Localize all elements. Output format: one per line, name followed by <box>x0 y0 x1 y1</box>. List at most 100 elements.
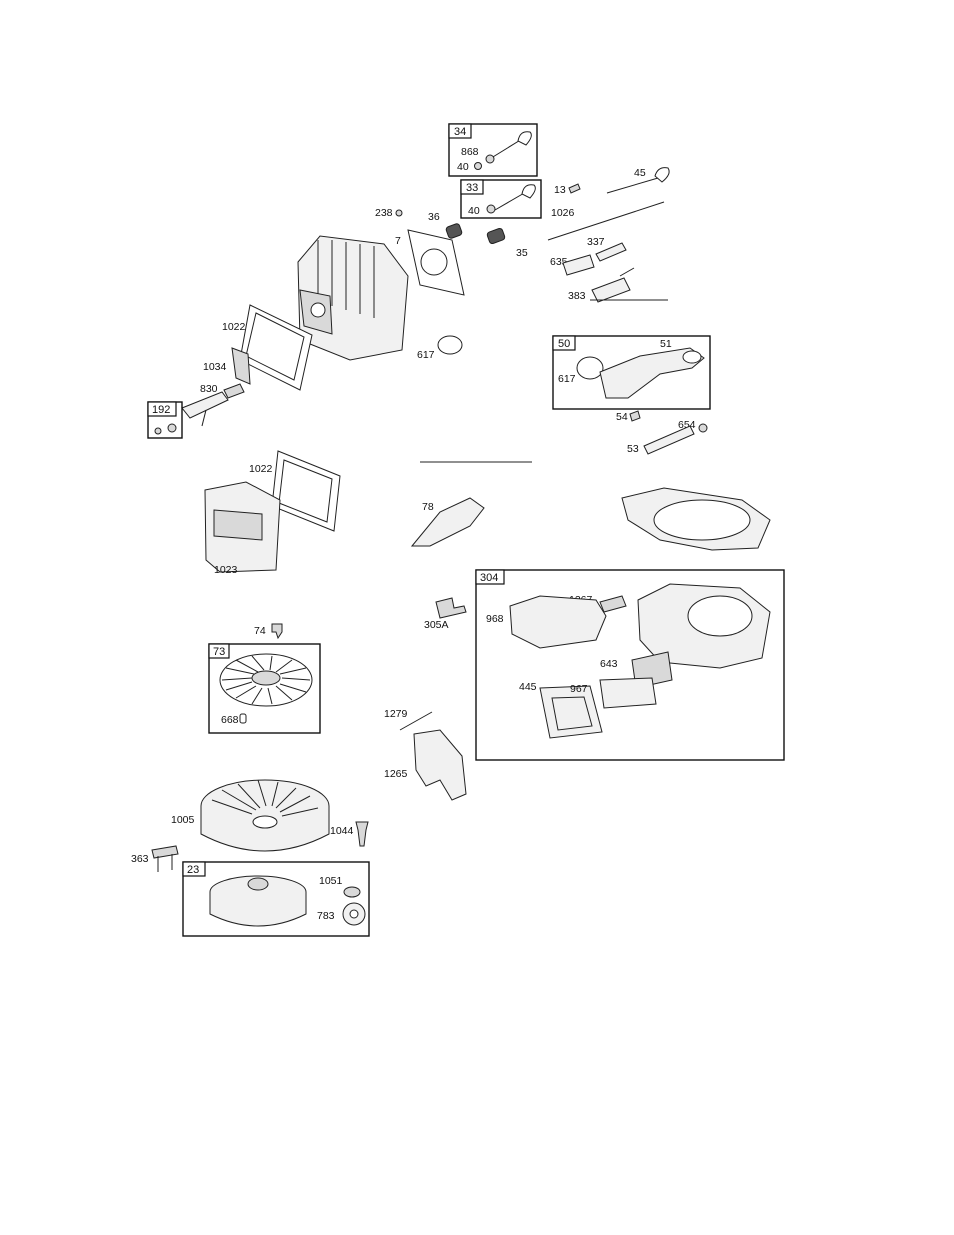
label-36: 36 <box>428 211 440 223</box>
valve-stem-33 <box>495 192 526 210</box>
nut-654 <box>699 424 707 432</box>
label-1044: 1044 <box>330 825 354 837</box>
coil-363 <box>152 846 178 858</box>
o-ring-617a <box>438 336 462 354</box>
blower-housing-opening <box>654 500 750 540</box>
label-445: 445 <box>519 681 537 693</box>
label-40a: 40 <box>457 161 469 173</box>
label-238: 238 <box>375 207 393 219</box>
valve-45-stem <box>607 178 658 193</box>
flywheel-23-hub <box>248 878 268 890</box>
clip-668 <box>240 714 246 723</box>
label-45: 45 <box>634 167 646 179</box>
label-643: 643 <box>600 658 618 670</box>
seal-868 <box>486 155 494 163</box>
washer-1051 <box>344 887 360 897</box>
label-35: 35 <box>516 247 528 259</box>
label-1026: 1026 <box>551 207 575 219</box>
kit-33: 33 40 <box>461 180 541 218</box>
stud-53 <box>644 426 694 454</box>
label-830: 830 <box>200 383 218 395</box>
blower-housing-304-opening <box>688 596 752 636</box>
valve-head-33 <box>522 185 535 198</box>
label-337: 337 <box>587 236 605 248</box>
sleeve-635 <box>563 255 594 275</box>
label-868: 868 <box>461 146 479 158</box>
cylinder-head-group: 238 36 7 35 617 <box>298 207 528 361</box>
screen-73-hub <box>252 671 280 685</box>
valve-head-34 <box>518 132 531 145</box>
label-1279: 1279 <box>384 708 408 720</box>
label-78: 78 <box>422 501 434 513</box>
kit-192: 192 <box>148 402 182 438</box>
kit-33-label: 33 <box>466 182 478 194</box>
head-gasket-7 <box>408 230 464 295</box>
gear-783-center <box>350 910 358 918</box>
label-1022a: 1022 <box>222 321 246 333</box>
label-967: 967 <box>570 683 588 695</box>
flywheel-1005-hub <box>253 816 277 828</box>
stud-13 <box>569 184 580 193</box>
manifold-port <box>683 351 701 363</box>
label-plate-967 <box>600 678 656 708</box>
kit-192-part-b <box>168 424 176 432</box>
bracket-group: 1279 1265 <box>384 708 466 800</box>
tube-383-lead <box>620 268 634 276</box>
kit-50: 50 51 617 <box>553 336 710 409</box>
label-40b: 40 <box>468 205 480 217</box>
label-1023: 1023 <box>214 564 238 576</box>
kit-50-label: 50 <box>558 338 570 350</box>
label-1034: 1034 <box>203 361 227 373</box>
label-617b: 617 <box>558 373 576 385</box>
retainer-40b <box>487 205 495 213</box>
kit-23-label: 23 <box>187 864 199 876</box>
valve-cover-badge <box>214 510 262 540</box>
label-7: 7 <box>395 235 401 247</box>
flywheel-group: 1005 1044 363 <box>131 780 368 872</box>
gasket-1022b <box>272 451 340 531</box>
label-363: 363 <box>131 853 149 865</box>
plate-1034 <box>232 348 250 384</box>
label-74: 74 <box>254 625 266 637</box>
kit-34: 34 868 40 <box>449 124 537 176</box>
pin-238 <box>396 210 402 216</box>
bolt-1044 <box>356 822 368 846</box>
kit-304-label: 304 <box>480 572 498 584</box>
kit-73-label: 73 <box>213 646 225 658</box>
label-51: 51 <box>660 338 672 350</box>
o-ring-617b <box>577 357 603 379</box>
label-1005: 1005 <box>171 814 195 826</box>
screw-830 <box>224 384 244 398</box>
kit-73: 74 73 668 <box>209 624 320 733</box>
bolt-54 <box>630 411 640 421</box>
spring-36 <box>445 223 462 239</box>
kit-192-part-a <box>155 428 161 434</box>
label-668: 668 <box>221 714 239 726</box>
bracket-1265 <box>414 730 466 800</box>
label-617a: 617 <box>417 349 435 361</box>
screw-74 <box>272 624 282 638</box>
breather-tube-383 <box>592 278 630 302</box>
valve-cover-group: 1022 1023 <box>205 451 340 576</box>
valve-45-head <box>655 168 669 182</box>
upper-right-parts: 13 45 1026 337 635 383 <box>548 167 669 302</box>
kit-192-label: 192 <box>152 404 170 416</box>
label-783: 783 <box>317 910 335 922</box>
head-bolt-hole <box>311 303 325 317</box>
cover-968 <box>510 596 606 648</box>
label-13: 13 <box>554 184 566 196</box>
label-305A: 305A <box>424 619 449 631</box>
label-1265: 1265 <box>384 768 408 780</box>
manifold-hardware: 54 654 53 <box>616 411 707 455</box>
label-1022b: 1022 <box>249 463 273 475</box>
kit-23: 23 1051 783 <box>183 862 369 936</box>
kit-34-label: 34 <box>454 126 466 138</box>
label-54: 54 <box>616 411 628 423</box>
label-1051: 1051 <box>319 875 343 887</box>
bolt-305A: 305A <box>424 598 466 631</box>
retainer-40a <box>475 163 482 170</box>
label-53: 53 <box>627 443 639 455</box>
label-968: 968 <box>486 613 504 625</box>
flywheel-23-rim <box>210 892 306 926</box>
